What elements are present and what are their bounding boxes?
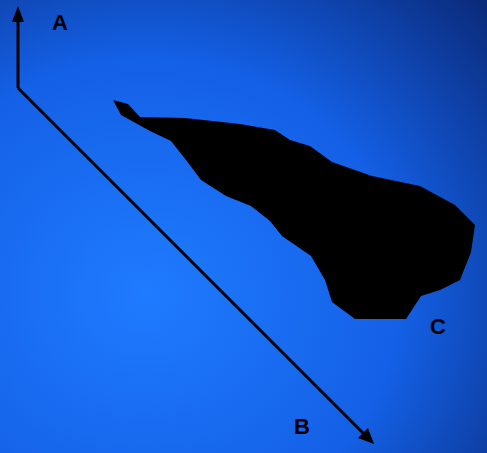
axis-label: A [52, 12, 68, 34]
axis-label: B [294, 416, 310, 438]
arrow-head [358, 428, 374, 444]
axis-label: C [430, 316, 446, 338]
axis-line [18, 88, 366, 436]
blob-shape [113, 100, 475, 319]
arrow-head [12, 6, 24, 22]
axis-line [17, 20, 20, 88]
